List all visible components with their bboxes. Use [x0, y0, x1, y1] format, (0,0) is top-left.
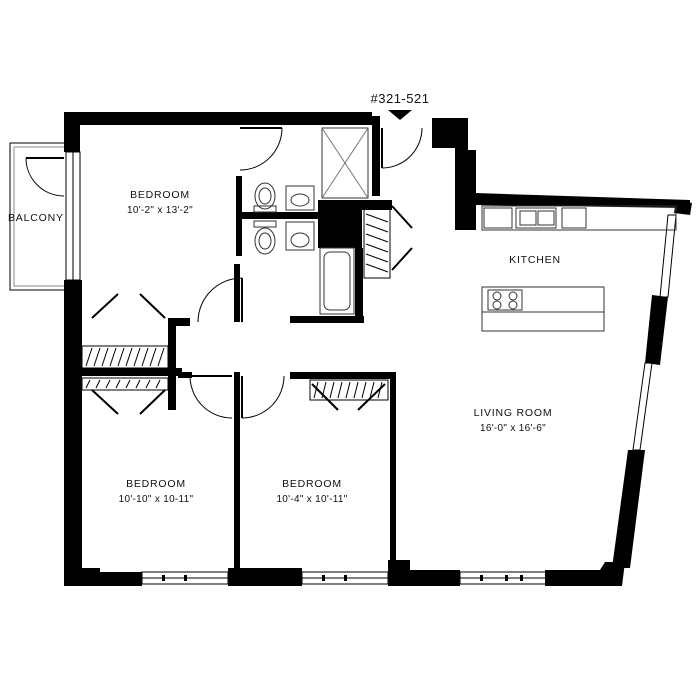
- shower-icon: [321, 127, 369, 199]
- balcony-name: BALCONY: [8, 212, 64, 224]
- sink-icon: [285, 221, 315, 251]
- kitchen-island: [481, 286, 605, 332]
- door-swing-icon: [239, 127, 283, 171]
- window-icon: [632, 362, 653, 451]
- kitchen-name: KITCHEN: [509, 254, 561, 266]
- sink-icon: [515, 207, 557, 229]
- entry-arrow-icon: [388, 110, 412, 120]
- bathroom-fixtures: [253, 127, 369, 315]
- door-swing-icon: [381, 127, 423, 169]
- kitchen-counter: [481, 205, 677, 231]
- closet-rod-icon: [309, 379, 389, 401]
- closet-rod-icon: [81, 377, 169, 391]
- toilet-icon: [253, 182, 277, 213]
- closets: [81, 207, 391, 401]
- interior-walls: [82, 116, 396, 568]
- toilet-icon: [253, 220, 277, 255]
- door-swing-icon: [25, 157, 65, 197]
- stove-icon: [487, 289, 523, 311]
- middle-bedroom-dims: 10'-4" x 10'-11": [276, 494, 348, 505]
- living-room-dims: 16'-0" x 16'-6": [479, 423, 546, 434]
- closet-rod-icon: [363, 207, 391, 279]
- sink-icon: [285, 185, 315, 211]
- door-swing-icon: [189, 375, 233, 419]
- unit-number: #321-521: [370, 91, 430, 106]
- door-swing-icon: [391, 205, 413, 271]
- living-room-name: LIVING ROOM: [473, 407, 553, 419]
- doors: [25, 127, 423, 419]
- bathtub-icon: [319, 247, 355, 315]
- middle-bedroom-name: BEDROOM: [282, 478, 342, 490]
- kitchen-fixtures: [481, 205, 677, 332]
- closet-rod-icon: [81, 345, 169, 369]
- window-icon: [659, 214, 677, 298]
- exterior-walls: [64, 112, 692, 586]
- balcony: [9, 142, 64, 291]
- left-bedroom-dims: 10'-10" x 10-11": [118, 494, 194, 505]
- door-swing-icon: [197, 277, 243, 323]
- left-bedroom-name: BEDROOM: [126, 478, 186, 490]
- door-swing-icon: [241, 375, 285, 419]
- main-bedroom-dims: 10'-2" x 13'-2": [126, 205, 193, 216]
- main-bedroom-name: BEDROOM: [130, 189, 190, 201]
